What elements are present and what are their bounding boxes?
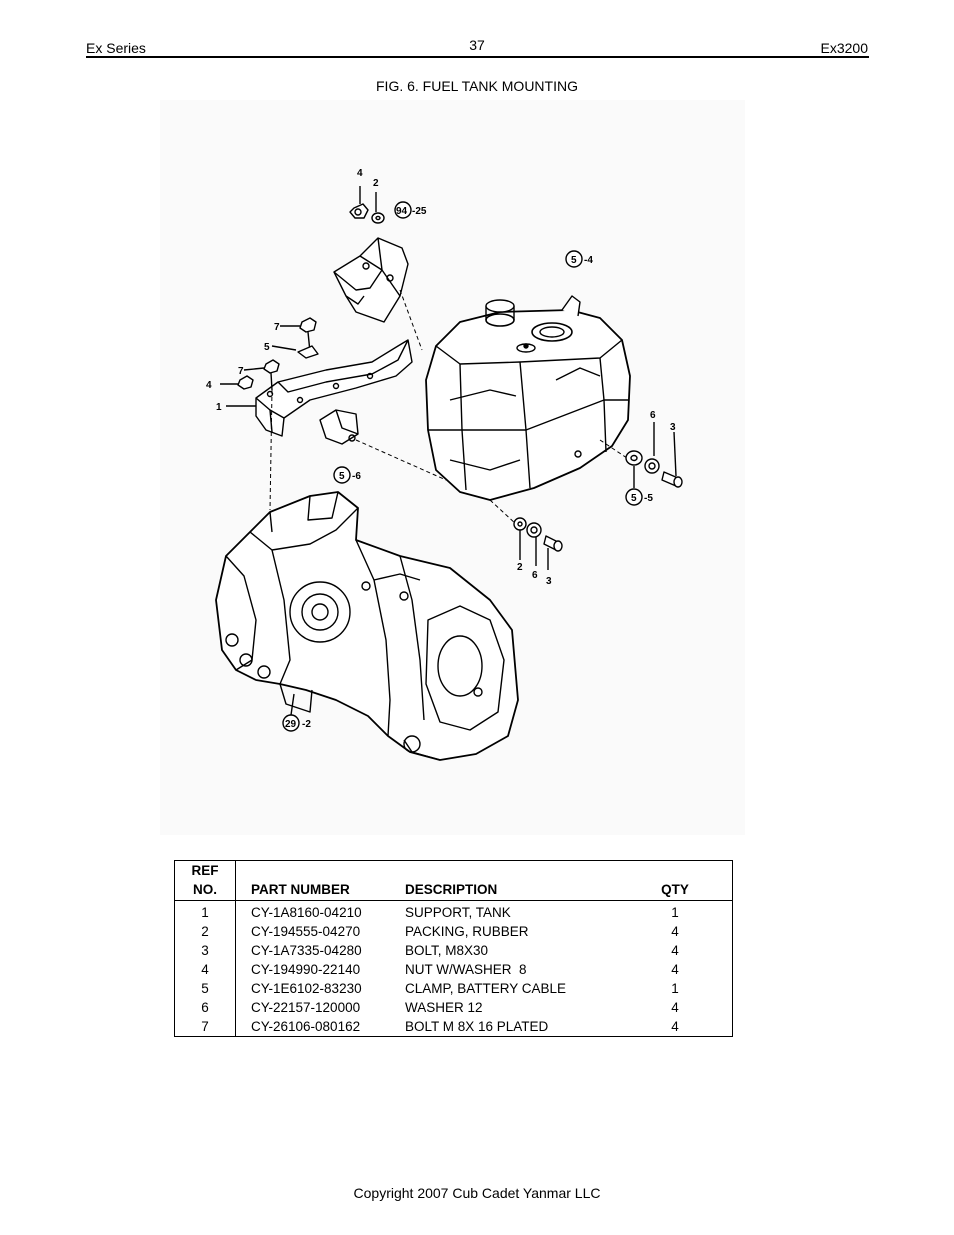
row-qty: 4	[671, 943, 679, 958]
row-description: NUT W/WASHER 8	[405, 962, 527, 977]
row-ref: 6	[174, 998, 236, 1017]
exploded-parts-diagram: 4 2 94 -25 5 -4 7 5 7 4 1 5 -6 6 3 5 -5 …	[160, 100, 745, 835]
row-description: SUPPORT, TANK	[405, 905, 511, 920]
row-part-number: CY-194555-04270	[251, 924, 361, 939]
header-qty: QTY	[630, 880, 733, 901]
header-series: Ex Series	[86, 40, 146, 56]
row-qty: 4	[671, 1000, 679, 1015]
row-description: CLAMP, BATTERY CABLE	[405, 981, 567, 996]
row-part-number: CY-26106-080162	[251, 1019, 361, 1034]
table-header-row-top: REF	[174, 860, 733, 880]
row-qty: 1	[671, 905, 679, 920]
header-part-number: PART NUMBER	[235, 880, 405, 901]
callout-6-right: 6	[650, 410, 656, 421]
table-row: 7 CY-26106-080162 BOLT M 8X 16 PLATED 4	[174, 1017, 733, 1037]
callout-labels: 4 2 94 -25 5 -4 7 5 7 4 1 5 -6 6 3 5 -5 …	[206, 168, 676, 732]
row-part-number: CY-1A7335-04280	[251, 943, 362, 958]
table-row: 6 CY-22157-120000 WASHER 12 4	[174, 998, 733, 1017]
callout-5-clamp: 5	[264, 342, 270, 353]
table-row: 4 CY-194990-22140 NUT W/WASHER 8 4	[174, 960, 733, 979]
row-part-number: CY-1A8160-04210	[251, 905, 362, 920]
row-qty: 4	[671, 924, 679, 939]
row-qty: 1	[671, 981, 679, 996]
callout-5-tank-suffix: -4	[584, 255, 593, 266]
tank-bolts-lower	[513, 517, 563, 570]
upper-bracket	[333, 237, 409, 323]
header-model: Ex3200	[820, 40, 868, 56]
fuel-tank	[425, 295, 631, 525]
callout-29-suffix: -2	[302, 719, 311, 730]
row-qty: 4	[671, 1019, 679, 1034]
row-description: WASHER 12	[405, 1000, 483, 1015]
callout-1: 1	[216, 402, 222, 413]
table-header-row: NO. PART NUMBER DESCRIPTION QTY	[174, 880, 733, 901]
callout-7-upper: 7	[274, 322, 280, 333]
row-description: BOLT M 8X 16 PLATED	[405, 1019, 549, 1034]
figure-title: FIG. 6. FUEL TANK MOUNTING	[376, 78, 578, 94]
table-row: 5 CY-1E6102-83230 CLAMP, BATTERY CABLE 1	[174, 979, 733, 998]
callout-3-right: 3	[670, 422, 676, 433]
callout-4-left: 4	[206, 380, 212, 391]
callout-29: 29	[285, 719, 297, 730]
copyright-footer: Copyright 2007 Cub Cadet Yanmar LLC	[353, 1185, 601, 1201]
row-ref: 3	[174, 941, 236, 960]
row-part-number: CY-1E6102-83230	[251, 981, 362, 996]
transmission-housing	[215, 491, 519, 761]
row-ref: 1	[174, 900, 236, 922]
row-part-number: CY-194990-22140	[251, 962, 361, 977]
callout-5-support: 5	[339, 471, 345, 482]
small-hardware-left	[220, 289, 447, 511]
header-description: DESCRIPTION	[405, 880, 630, 901]
callout-2-top: 2	[373, 178, 379, 189]
callout-4-top: 4	[357, 168, 363, 179]
table-row: 1 CY-1A8160-04210 SUPPORT, TANK 1	[174, 900, 733, 922]
callout-94: 94	[396, 206, 408, 217]
row-description: BOLT, M8X30	[405, 943, 489, 958]
callout-94-suffix: -25	[412, 206, 427, 217]
callout-5-right: 5	[631, 493, 637, 504]
callout-5-tank: 5	[571, 255, 577, 266]
row-ref: 4	[174, 960, 236, 979]
callout-6-lower: 6	[532, 570, 538, 581]
row-qty: 4	[671, 962, 679, 977]
table-row: 3 CY-1A7335-04280 BOLT, M8X30 4	[174, 941, 733, 960]
header-rule	[86, 56, 869, 58]
table-row: 2 CY-194555-04270 PACKING, RUBBER 4	[174, 922, 733, 941]
callout-2-lower: 2	[517, 562, 523, 573]
row-ref: 7	[174, 1017, 236, 1037]
nut-washer-top	[349, 186, 385, 224]
callout-3-lower: 3	[546, 576, 552, 587]
tank-bolts-right	[625, 422, 683, 488]
row-ref: 2	[174, 922, 236, 941]
row-ref: 5	[174, 979, 236, 998]
header-ref-bottom: NO.	[174, 880, 236, 901]
row-part-number: CY-22157-120000	[251, 1000, 361, 1015]
support-tank	[255, 339, 413, 445]
row-description: PACKING, RUBBER	[405, 924, 529, 939]
callout-7-lower: 7	[238, 366, 244, 377]
page-number: 37	[469, 37, 485, 53]
callout-5-support-suffix: -6	[352, 471, 361, 482]
header-ref-top: REF	[174, 860, 236, 880]
parts-table: REF NO. PART NUMBER DESCRIPTION QTY 1 CY…	[174, 860, 733, 1037]
callout-5-right-suffix: -5	[644, 493, 653, 504]
